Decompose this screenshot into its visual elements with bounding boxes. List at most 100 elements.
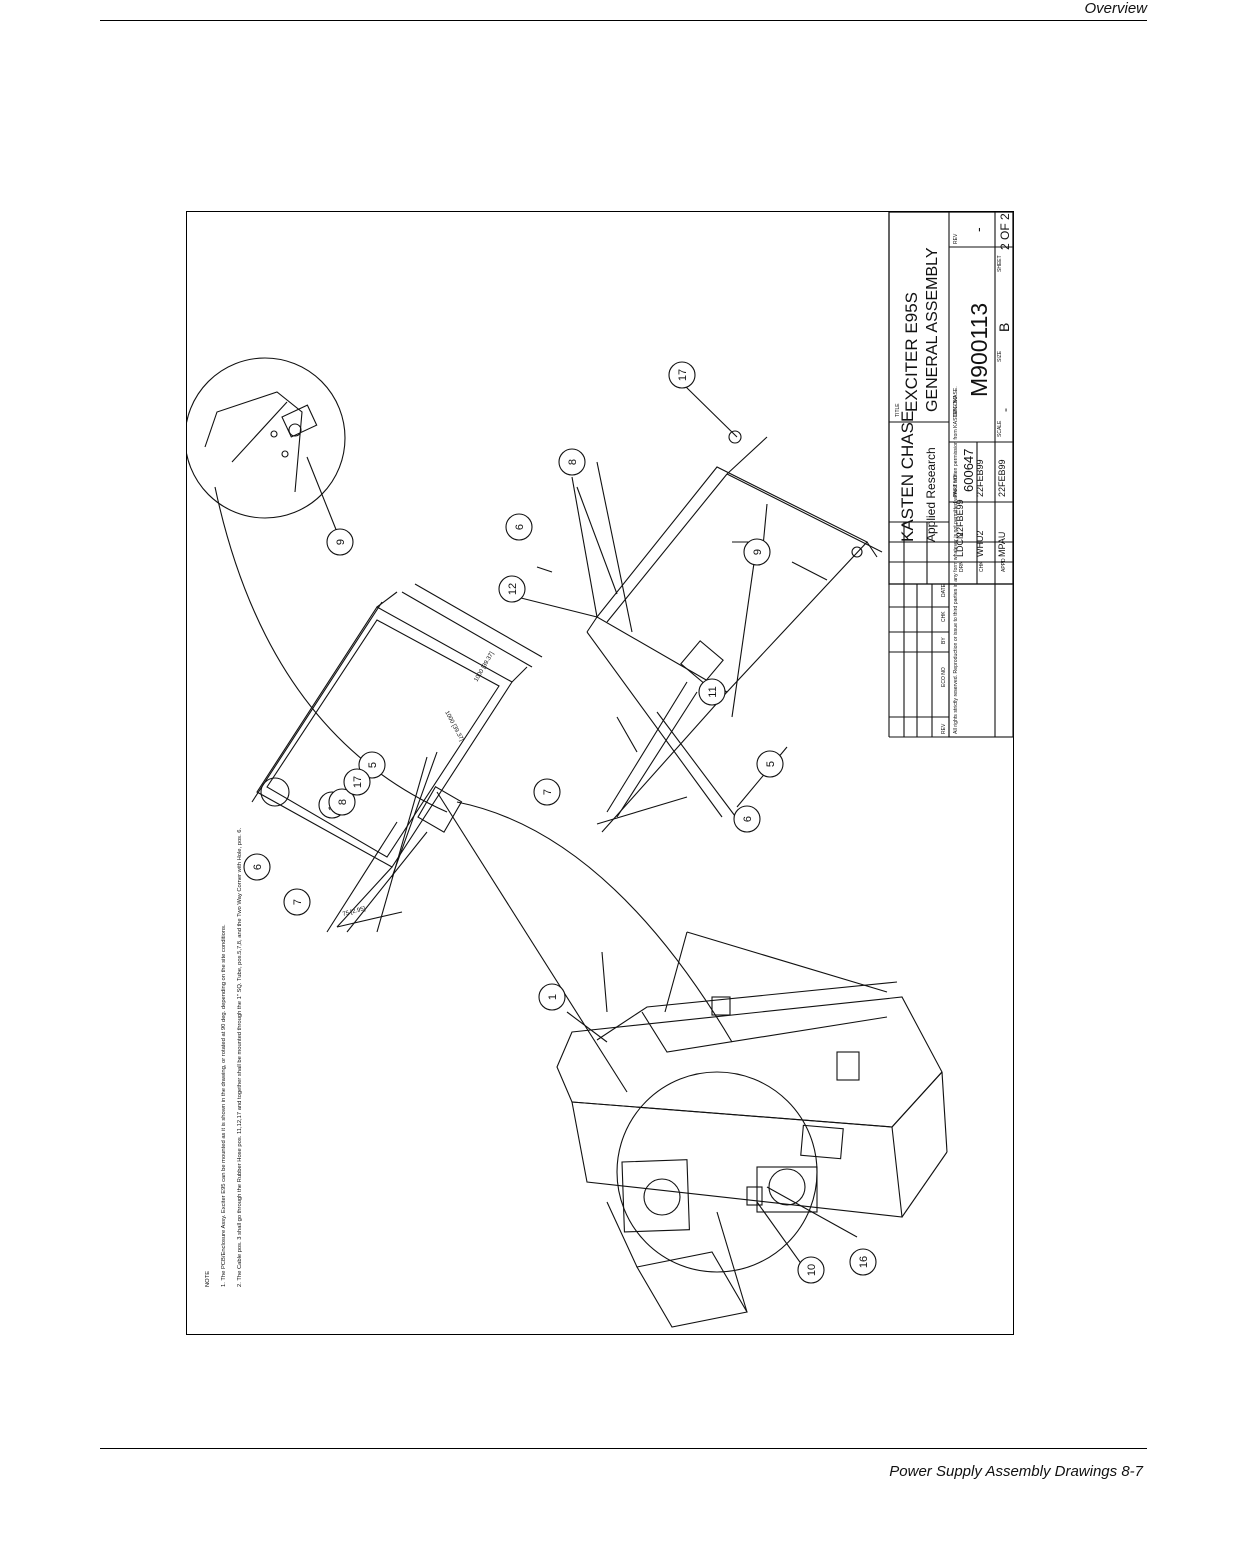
balloon-6: 6 — [243, 853, 271, 881]
title-label: TITLE — [895, 403, 901, 417]
header-rule — [100, 20, 1147, 21]
appd-label: APPD — [1001, 558, 1007, 572]
revision-table: REV ECO NO BY CHK DATE — [888, 583, 1014, 738]
balloon-number: 10 — [806, 1264, 818, 1276]
appd-date: 22FEB99 — [997, 459, 1007, 497]
balloon-circle — [538, 983, 566, 1011]
frame-assembly-main — [586, 430, 883, 833]
balloon-circle — [505, 513, 533, 541]
appd-initials: MPAU — [997, 532, 1007, 557]
balloon-number: 5 — [765, 761, 777, 767]
balloon-12: 12 — [498, 575, 526, 603]
part-number: 600647 — [961, 449, 976, 492]
revision-value: - — [970, 227, 986, 232]
balloon-5: 5 — [756, 750, 784, 778]
balloon-8: 8 — [328, 788, 356, 816]
balloon-number: 7 — [292, 899, 304, 905]
by-col-header: BY — [941, 637, 947, 644]
drawing-frame: KASTEN CHASE Applied Research TITLE EXCI… — [186, 211, 1014, 1335]
chk-date: 22FEB99 — [975, 459, 985, 497]
notes-block: NOTE 1. The PCB/Enclosure Assy. Exciter … — [205, 827, 243, 1287]
balloon-8: 8 — [558, 448, 586, 476]
dwg-no-label: DWG NO — [953, 396, 959, 417]
balloon-number: 8 — [337, 799, 349, 805]
scale-label: SCALE — [997, 420, 1003, 437]
balloon-circle — [558, 448, 586, 476]
note-2: 2. The Cable pos. 3 shall go through the… — [237, 827, 243, 1287]
balloon-number: 8 — [567, 459, 579, 465]
balloon-number: 16 — [858, 1256, 870, 1268]
balloon-circle — [743, 538, 771, 566]
dimension-tube: 75 [2.95] — [342, 906, 366, 918]
date-col-header: DATE — [941, 583, 947, 597]
chk-initials: WHU2 — [975, 531, 985, 558]
balloon-circle — [283, 888, 311, 916]
note-1: 1. The PCB/Enclosure Assy. Exciter E95 c… — [221, 924, 227, 1287]
balloon-7: 7 — [533, 778, 561, 806]
balloon-7: 7 — [283, 888, 311, 916]
company-division: Applied Research — [924, 447, 938, 542]
drn-date: 22FBE99 — [955, 499, 965, 537]
balloon-number: 12 — [507, 583, 519, 595]
footer-rule — [100, 1448, 1147, 1449]
balloon-number: 6 — [514, 524, 526, 530]
balloon-17: 17 — [343, 768, 371, 796]
balloon-circle — [243, 853, 271, 881]
notes-heading: NOTE — [205, 1271, 211, 1287]
balloon-circle — [849, 1248, 877, 1276]
balloon-circle — [733, 805, 761, 833]
rev-label: REV — [953, 233, 959, 244]
chk-label: CHK — [979, 561, 985, 572]
balloon-9: 9 — [743, 538, 771, 566]
balloon-16: 16 — [849, 1248, 877, 1276]
balloon-circle — [343, 768, 371, 796]
title-block: KASTEN CHASE Applied Research TITLE EXCI… — [888, 212, 1014, 738]
balloon-number: 6 — [742, 816, 754, 822]
balloon-number: 9 — [752, 549, 764, 555]
size-value: B — [996, 323, 1012, 332]
balloon-9: 9 — [326, 528, 354, 556]
balloon-circle — [797, 1256, 825, 1284]
eco-col-header: ECO NO — [941, 667, 947, 687]
drawing-title-line-1: EXCITER E95S — [902, 292, 921, 412]
section-title: Overview — [1084, 0, 1147, 17]
balloon-circle — [328, 788, 356, 816]
balloon-6: 6 — [505, 513, 533, 541]
balloon-number: 7 — [542, 789, 554, 795]
balloon-number: 11 — [707, 686, 719, 697]
drn-label: DRN — [959, 561, 965, 572]
balloon-number: 1 — [547, 994, 559, 1000]
balloon-1: 1 — [538, 983, 566, 1011]
assembly-drawing: KASTEN CHASE Applied Research TITLE EXCI… — [187, 212, 1014, 1328]
balloon-6: 6 — [733, 805, 761, 833]
sheet-label: SHEET — [997, 255, 1003, 272]
size-label: SIZE — [997, 350, 1003, 362]
exciter-enclosure — [556, 931, 948, 1218]
sheet-value: 2 OF 2 — [998, 213, 1012, 250]
balloon-17: 17 — [668, 361, 696, 389]
balloon-circle — [533, 778, 561, 806]
drn-initials: LDCN — [955, 532, 965, 557]
chk-col-header: CHK — [941, 611, 947, 622]
balloon-number: 9 — [335, 539, 347, 545]
drawing-number: M900113 — [966, 303, 992, 397]
balloon-number: 17 — [352, 776, 364, 788]
balloon-11: 11 — [698, 678, 726, 706]
balloon-circle — [698, 678, 726, 706]
frame-assembly-detail — [251, 583, 543, 933]
part-no-label: PART NO — [953, 475, 959, 497]
rev-col-header: REV — [941, 723, 947, 734]
balloon-number: 6 — [252, 864, 264, 870]
scale-value: - — [998, 408, 1012, 412]
balloon-number: 17 — [677, 369, 689, 381]
footer-page-label: Power Supply Assembly Drawings 8-7 — [889, 1463, 1143, 1480]
balloon-circle — [756, 750, 784, 778]
drawing-title-line-2: GENERAL ASSEMBLY — [924, 247, 941, 412]
cable-entry-detail — [606, 1071, 818, 1328]
balloon-number: 5 — [367, 762, 379, 768]
copyright-notice — [948, 583, 1014, 738]
balloon-10: 10 — [797, 1256, 825, 1284]
copyright-text: All rights strictly reserved. Reproducti… — [953, 386, 959, 734]
company-name: KASTEN CHASE — [898, 411, 917, 542]
detail-view-9 — [187, 357, 346, 519]
